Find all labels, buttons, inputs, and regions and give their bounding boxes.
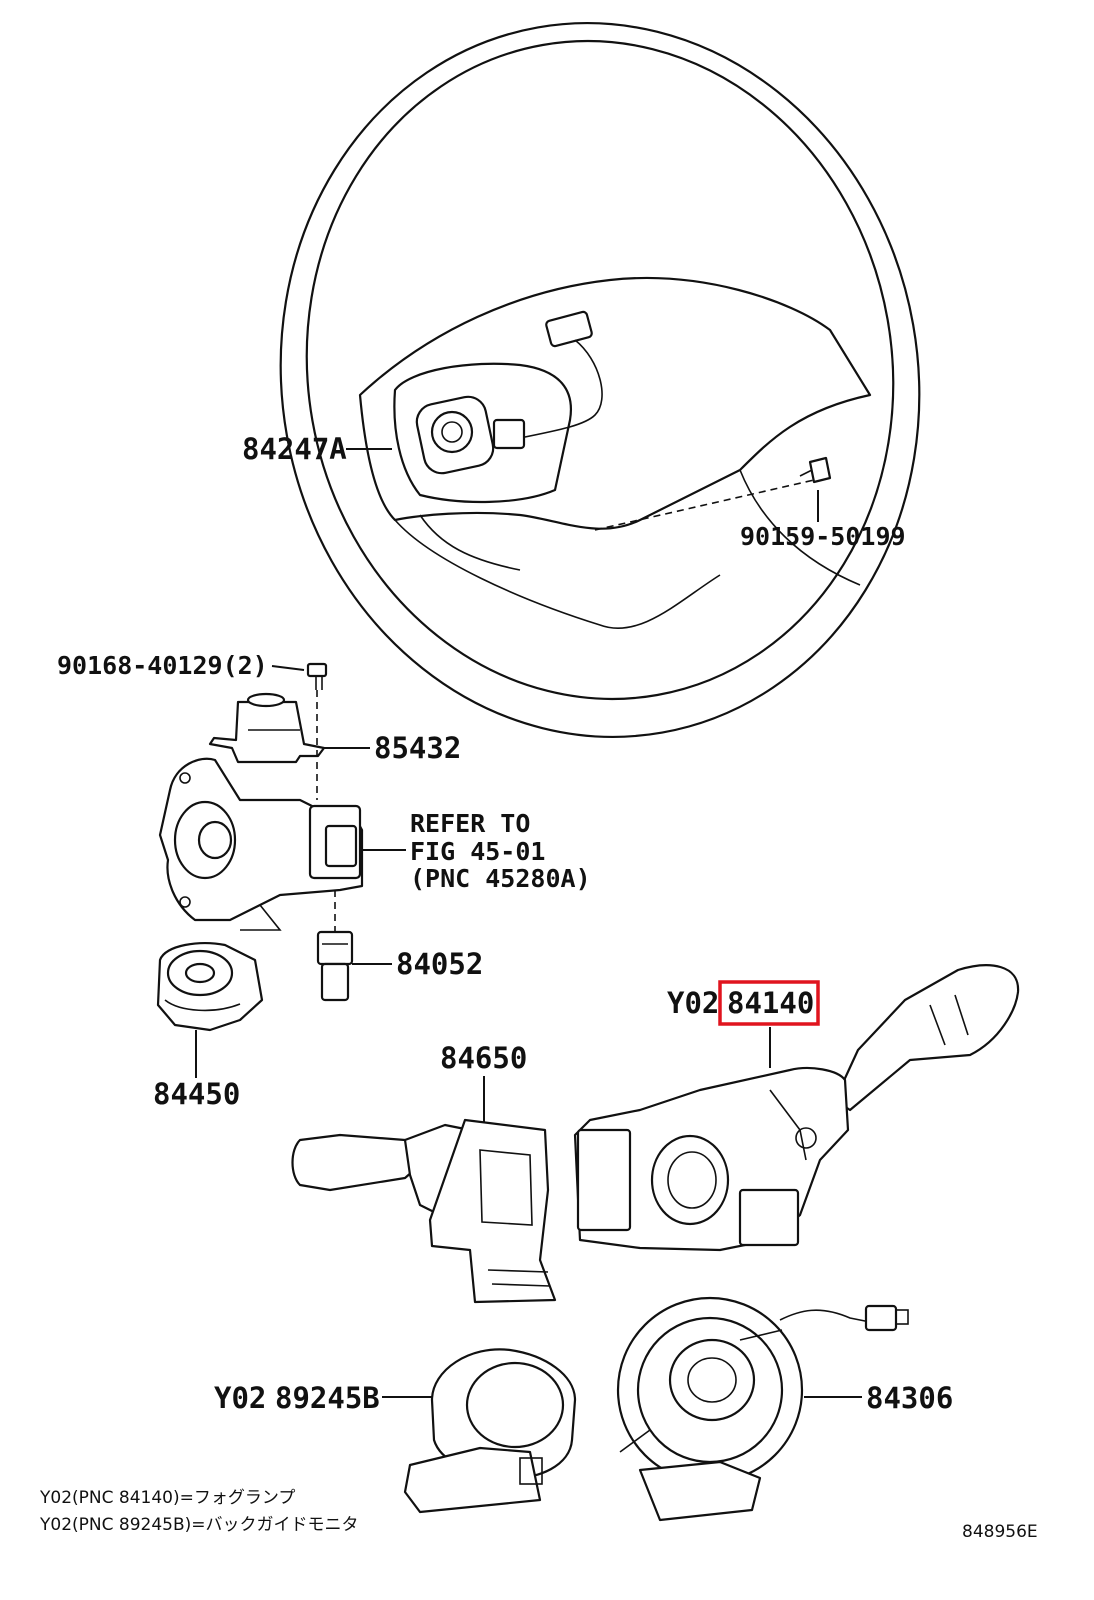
spiral-cable-84306 [616, 1296, 909, 1522]
label-84650: 84650 [440, 1041, 527, 1075]
wiper-switch-84650 [291, 1118, 557, 1304]
label-84052: 84052 [396, 947, 483, 981]
label-prefix-89245B: Y02 [214, 1381, 266, 1415]
refer-line-1: REFER TO [410, 809, 530, 838]
combination-switch-84140 [573, 964, 1020, 1252]
column-lock-housing [158, 757, 364, 931]
steering-wheel [279, 22, 921, 738]
sensor-89245B [403, 1348, 577, 1514]
ignition-84450 [156, 942, 264, 1032]
refer-line-3: (PNC 45280A) [410, 864, 591, 893]
label-84306: 84306 [866, 1381, 953, 1415]
label-84450: 84450 [153, 1077, 240, 1111]
label-89245B: 89245B [275, 1381, 380, 1415]
label-84140: 84140 [727, 986, 814, 1020]
highlight-box [718, 980, 820, 1026]
figure-code: 848956E [962, 1522, 1038, 1542]
refer-line-2: FIG 45-01 [410, 837, 545, 866]
note-line-2: Y02(PNC 89245B)=バックガイドモニタ [39, 1515, 359, 1535]
bracket-85432 [208, 692, 326, 764]
screw-90168 [306, 662, 328, 690]
label-90168-40129: 90168-40129(2) [57, 651, 268, 680]
switch-84052 [316, 930, 354, 1002]
note-line-1: Y02(PNC 84140)=フォグランプ [39, 1488, 295, 1508]
label-85432: 85432 [374, 731, 461, 765]
label-prefix-84140: Y02 [667, 986, 719, 1020]
label-84247A: 84247A [242, 432, 347, 466]
leader-lines [195, 448, 862, 1398]
label-90159-50199: 90159-50199 [740, 522, 906, 551]
